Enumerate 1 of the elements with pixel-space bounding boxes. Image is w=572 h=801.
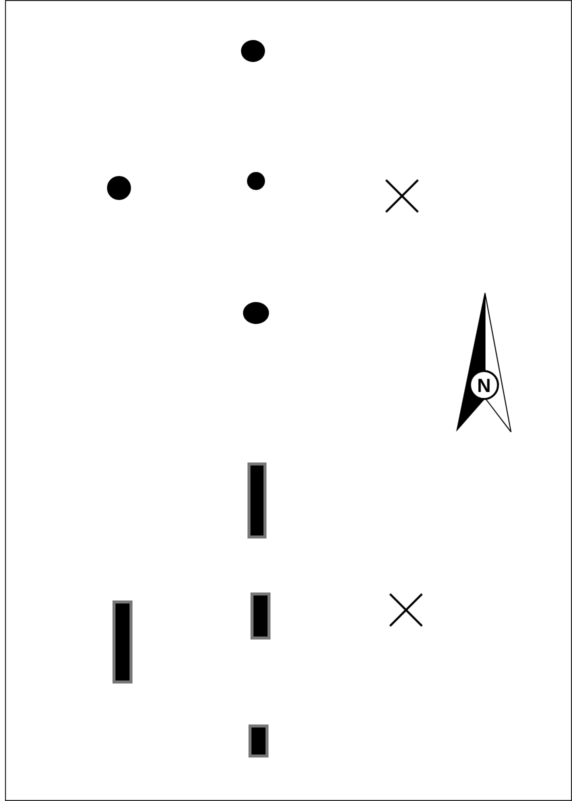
north-label: N [477,376,491,397]
